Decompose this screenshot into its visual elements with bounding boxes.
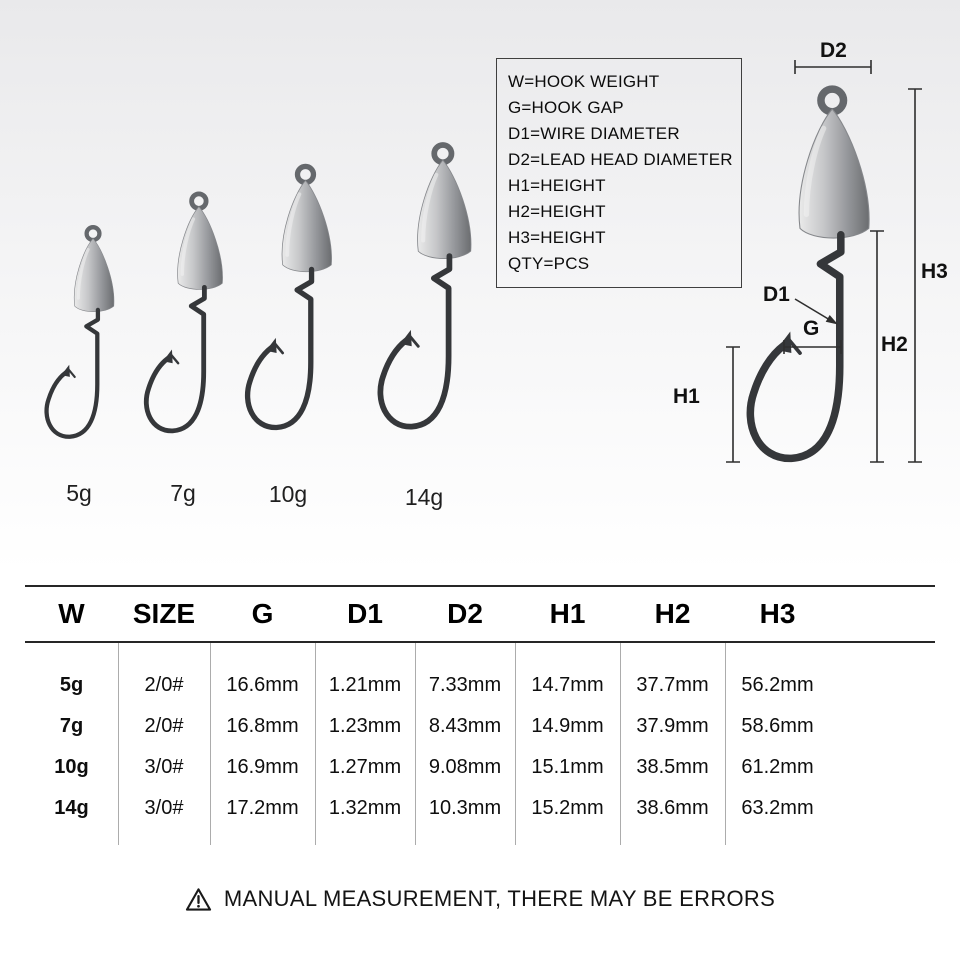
header-cell-d2: D2 xyxy=(447,598,483,629)
table-cell: 10g xyxy=(54,756,89,778)
hook-weight-label: 5g xyxy=(66,480,92,507)
table-row: 7g 2/0# 16.8mm 1.23mm 8.43mm 14.9mm 37.9… xyxy=(25,706,935,747)
hook-item-14g: 14g xyxy=(342,138,506,511)
dimension-label-h3: H3 xyxy=(921,260,948,283)
table-cell: 58.6mm xyxy=(741,715,814,737)
footer-warning: MANUAL MEASUREMENT, THERE MAY BE ERRORS xyxy=(0,886,960,912)
warning-icon xyxy=(185,887,211,911)
column-divider xyxy=(515,643,516,845)
table-cell: 1.21mm xyxy=(328,674,402,696)
legend-item: H3=HEIGHT xyxy=(508,228,606,247)
header-cell-size: SIZE xyxy=(132,598,196,629)
legend-box: W=HOOK WEIGHT G=HOOK GAP D1=WIRE DIAMETE… xyxy=(496,58,742,288)
dimension-lines xyxy=(726,60,922,463)
table-cell: 37.7mm xyxy=(636,674,709,696)
legend-item: H1=HEIGHT xyxy=(508,176,606,195)
hook-weight-label: 10g xyxy=(268,481,308,508)
table-cell: 10.3mm xyxy=(428,797,502,819)
column-divider xyxy=(118,643,119,845)
hook-weight-label: 7g xyxy=(170,479,196,506)
table-cell: 1.27mm xyxy=(328,756,402,778)
table-cell: 7.33mm xyxy=(428,674,502,696)
dimension-diagram: D2 H3 H2 D1 G H1 xyxy=(615,35,960,560)
header-cell-d1: D1 xyxy=(347,598,383,629)
table-cell: 3/0# xyxy=(144,756,184,778)
table-cell: 9.08mm xyxy=(428,756,502,778)
dimension-label-g: G xyxy=(803,317,820,340)
table-cell: 7g xyxy=(59,715,84,737)
hook-item-5g: 5g xyxy=(18,222,140,507)
table-cell: 2/0# xyxy=(144,674,184,696)
table-header-row: W SIZE G D1 D2 H1 H2 H3 xyxy=(25,585,935,643)
column-divider xyxy=(620,643,621,845)
legend-item: W=HOOK WEIGHT xyxy=(508,72,660,91)
table-cell: 14.9mm xyxy=(531,715,604,737)
table-cell: 8.43mm xyxy=(428,715,502,737)
table-cell: 38.5mm xyxy=(636,756,709,778)
table-cell: 37.9mm xyxy=(636,715,709,737)
table-cell: 14g xyxy=(54,797,89,819)
table-cell: 3/0# xyxy=(144,797,184,819)
table-cell: 16.6mm xyxy=(226,674,299,696)
legend-item: D2=LEAD HEAD DIAMETER xyxy=(508,150,733,169)
photo-background xyxy=(0,0,960,572)
table-cell: 61.2mm xyxy=(741,756,814,778)
table-cell: 16.8mm xyxy=(226,715,299,737)
table-cell: 1.23mm xyxy=(328,715,402,737)
dimension-label-d1: D1 xyxy=(763,283,790,306)
table-cell: 17.2mm xyxy=(226,797,299,819)
dimension-label-d2: D2 xyxy=(820,39,847,62)
jig-hook-image xyxy=(342,138,506,482)
header-cell-g: G xyxy=(251,598,274,629)
table-cell: 16.9mm xyxy=(226,756,299,778)
table-row: 14g 3/0# 17.2mm 1.32mm 10.3mm 15.2mm 38.… xyxy=(25,788,935,829)
header-cell-h1: H1 xyxy=(549,598,586,629)
column-divider xyxy=(210,643,211,845)
spec-table: W SIZE G D1 D2 H1 H2 H3 5g 2/0# 16.6mm 1… xyxy=(25,585,935,845)
dimension-label-h2: H2 xyxy=(881,333,908,356)
column-divider xyxy=(725,643,726,845)
table-cell: 14.7mm xyxy=(531,674,604,696)
column-divider xyxy=(315,643,316,845)
hook-item-10g: 10g xyxy=(212,160,364,508)
table-body: 5g 2/0# 16.6mm 1.21mm 7.33mm 14.7mm 37.7… xyxy=(25,643,935,845)
header-cell-w: W xyxy=(58,598,85,629)
legend-item: D1=WIRE DIAMETER xyxy=(508,124,680,143)
column-divider xyxy=(415,643,416,845)
table-cell: 2/0# xyxy=(144,715,184,737)
table-cell: 63.2mm xyxy=(741,797,814,819)
hook-item-7g: 7g xyxy=(114,188,252,507)
header-cell-h3: H3 xyxy=(759,598,796,629)
table-cell: 15.2mm xyxy=(531,797,604,819)
legend-item: QTY=PCS xyxy=(508,254,590,273)
table-cell: 5g xyxy=(59,674,84,696)
header-cell-h2: H2 xyxy=(654,598,691,629)
table-row: 10g 3/0# 16.9mm 1.27mm 9.08mm 15.1mm 38.… xyxy=(25,747,935,788)
table-row: 5g 2/0# 16.6mm 1.21mm 7.33mm 14.7mm 37.7… xyxy=(25,665,935,706)
table-cell: 38.6mm xyxy=(636,797,709,819)
table-cell: 56.2mm xyxy=(741,674,814,696)
dimension-label-h1: H1 xyxy=(673,385,700,408)
table-cell: 1.32mm xyxy=(328,797,402,819)
table-cell: 15.1mm xyxy=(531,756,604,778)
hook-weight-label: 14g xyxy=(404,484,444,511)
legend-item: H2=HEIGHT xyxy=(508,202,606,221)
legend-item: G=HOOK GAP xyxy=(508,98,624,117)
warning-text: MANUAL MEASUREMENT, THERE MAY BE ERRORS xyxy=(223,886,776,911)
